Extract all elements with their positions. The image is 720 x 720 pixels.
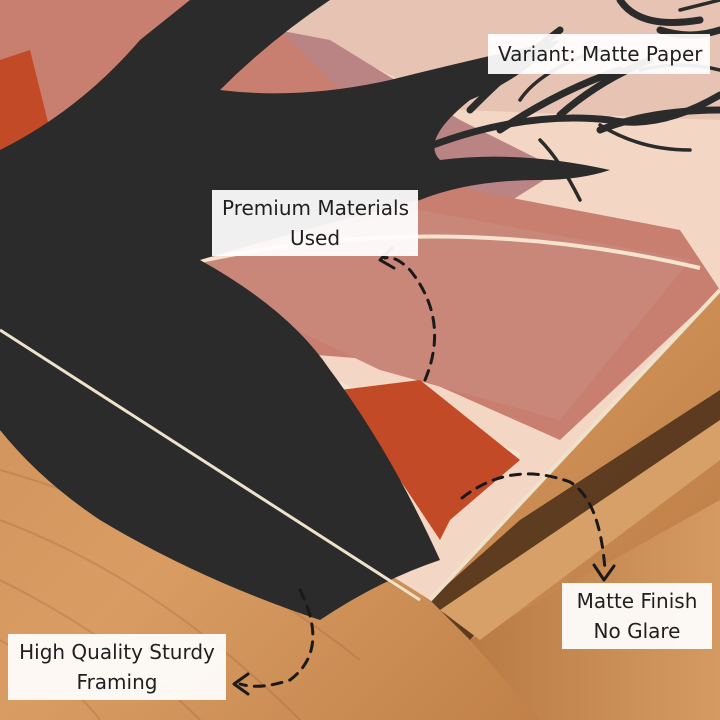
variant-label: Variant: Matte Paper [488,34,710,74]
variant-text: Variant: Matte Paper [498,42,703,66]
arrow-framing-head [232,672,250,696]
artwork-print [0,0,720,620]
arrow-framing [238,588,315,688]
matte-line-2: No Glare [593,619,681,643]
framing-line-1: High Quality Sturdy [19,640,215,664]
premium-line-1: Premium Materials [222,196,410,220]
arrow-matte [460,472,607,572]
premium-line-2: Used [289,226,341,250]
arrow-matte-head [592,563,616,582]
framing-line-2: Framing [76,670,158,694]
arrow-premium [383,256,437,382]
matte-line-1: Matte Finish [576,589,698,613]
premium-materials-label: Premium Materials Used [212,190,418,256]
frame-top-edge [440,420,720,640]
framing-label: High Quality Sturdy Framing [8,634,226,700]
matte-finish-label: Matte Finish No Glare [562,583,712,649]
